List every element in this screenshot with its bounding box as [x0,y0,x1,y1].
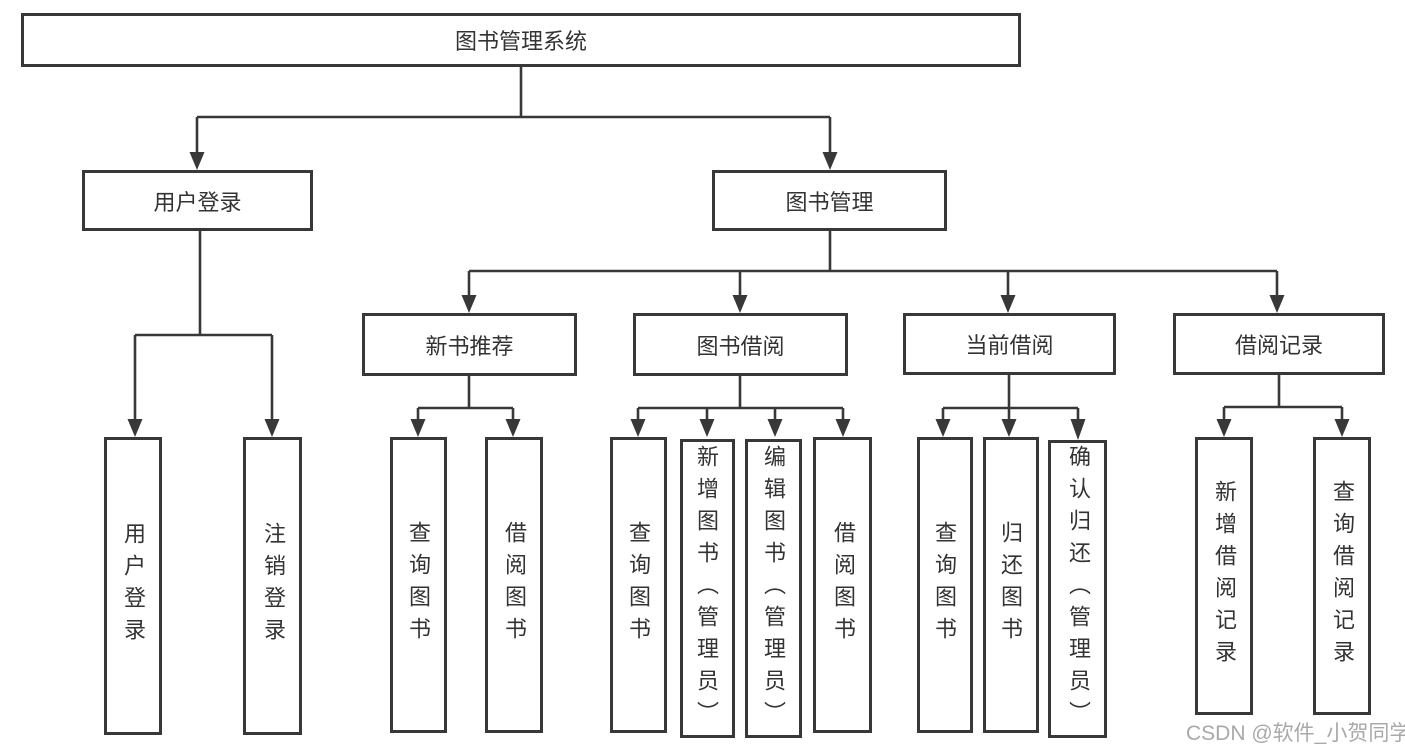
leaf-borrow-book: 借阅图书 [813,437,872,733]
arrowhead [1070,419,1086,440]
leaf-edit-book-admin: 编辑图书（管理员） [745,439,802,738]
node-borrow-record: 借阅记录 [1173,313,1385,375]
node-root: 图书管理系统 [21,13,1021,67]
node-book-borrow: 图书借阅 [633,313,848,376]
arrowhead [461,295,477,313]
arrowhead [835,419,851,437]
leaf-user-login: 用户登录 [104,437,162,735]
arrowhead [1269,295,1285,313]
arrowhead [732,295,748,313]
node-book-management: 图书管理 [712,170,947,231]
leaf-query-book-borrow: 查询图书 [610,437,667,733]
arrowhead [1001,419,1017,437]
node-user-login: 用户登录 [82,170,313,231]
arrowhead [264,419,280,437]
arrowhead [1000,295,1016,313]
leaf-confirm-return-admin: 确认归还（管理员） [1048,440,1107,738]
leaf-add-book-admin: 新增图书（管理员） [680,439,735,738]
leaf-query-borrow-record: 查询借阅记录 [1313,437,1371,715]
node-current-borrow: 当前借阅 [903,313,1116,375]
leaf-borrow-book-recommend: 借阅图书 [485,437,543,733]
arrowhead [189,152,205,170]
arrowhead [1334,419,1350,437]
arrowhead [630,419,646,437]
arrowhead [1216,419,1232,437]
watermark: CSDN @软件_小贺同学 [1186,722,1405,745]
leaf-return-book: 归还图书 [983,437,1039,733]
leaf-add-borrow-record: 新增借阅记录 [1195,437,1253,715]
arrowhead [127,419,143,437]
leaf-query-book-current: 查询图书 [917,437,973,733]
arrowhead [699,419,715,437]
arrowhead [935,419,951,437]
leaf-query-book-recommend: 查询图书 [390,437,447,733]
node-new-book-recommend: 新书推荐 [362,313,577,376]
arrowhead [767,419,783,437]
arrowhead [505,419,521,437]
arrowhead [410,419,426,437]
leaf-logout: 注销登录 [243,437,302,735]
arrowhead [822,152,838,170]
